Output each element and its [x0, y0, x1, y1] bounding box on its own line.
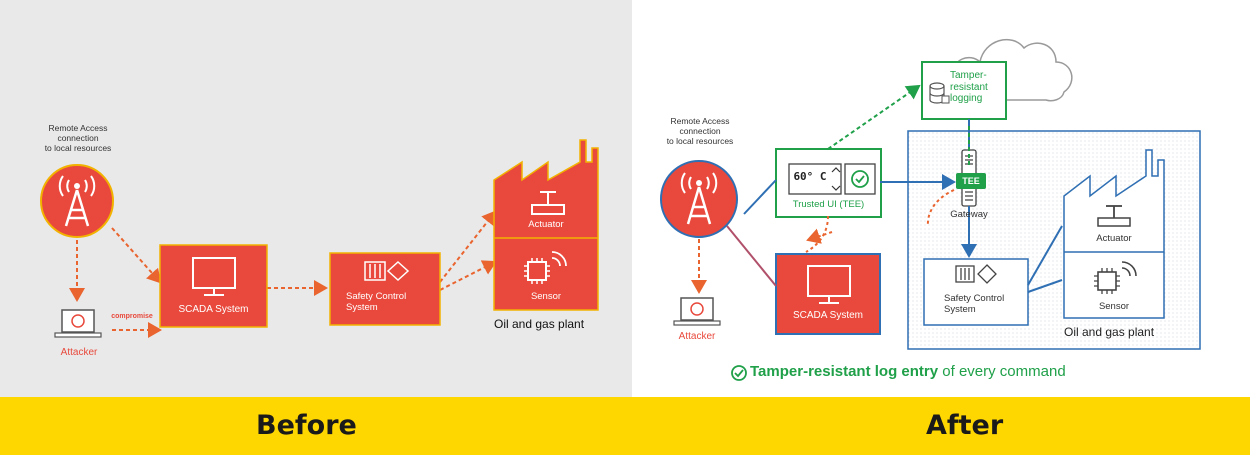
rejected-command-link — [806, 228, 833, 244]
gateway-blocked-link — [926, 189, 955, 227]
scada-system-box — [775, 253, 881, 335]
tee-badge — [956, 173, 986, 189]
after-diagram — [660, 38, 1201, 381]
before-actuator-label: Actuator — [528, 219, 564, 230]
check-tile — [844, 163, 876, 195]
safety-to-sensor-link — [1027, 279, 1063, 293]
after-actuator-label: Actuator — [1096, 233, 1132, 244]
remote-access-tower-icon — [660, 160, 738, 238]
after-scada-label: SCADA System — [792, 310, 864, 321]
after-logging-label: Tamper- resistant logging — [950, 70, 988, 104]
thermostat-display — [788, 163, 842, 195]
plant-factory-shape — [493, 139, 599, 311]
after-remote-access-label: Remote Access connection to local resour… — [666, 116, 734, 146]
after-plant-label: Oil and gas plant — [1064, 325, 1155, 339]
sensor-chip-icon — [524, 251, 567, 284]
after-sensor-label: Sensor — [1098, 301, 1130, 312]
before-sensor-label: Sensor — [530, 291, 562, 302]
after-title: After — [926, 410, 1004, 441]
plant-factory-shape — [1063, 149, 1165, 319]
bottom-label-bar — [0, 397, 1250, 455]
remote-access-tower-icon — [40, 164, 114, 238]
tower-to-trusted-ui-link — [743, 179, 777, 215]
before-compromise-label: compromise — [111, 313, 153, 320]
sensor-chip-icon — [1094, 261, 1137, 294]
caption-check-icon — [731, 365, 747, 381]
database-lock-icon — [929, 82, 950, 104]
before-plant-label: Oil and gas plant — [494, 317, 585, 331]
caption-bold-text: Tamper-resistant log entry — [750, 363, 939, 380]
safety-to-actuator-link — [439, 210, 497, 283]
before-diagram — [40, 139, 599, 338]
before-safety-label: Safety Control System — [346, 291, 407, 313]
after-gateway-label: Gateway — [950, 209, 988, 220]
before-title: Before — [256, 410, 357, 441]
attacker-laptop-icon — [54, 309, 102, 338]
safety-control-box — [329, 252, 441, 326]
before-panel: Remote Access connection to local resour… — [0, 0, 632, 397]
safety-to-sensor-link — [439, 260, 497, 291]
before-attacker-label: Attacker — [60, 347, 98, 358]
thermostat-arrows-icon — [831, 167, 841, 191]
attacker-laptop-icon — [673, 297, 721, 326]
before-scada-label: SCADA System — [178, 304, 249, 315]
actuator-valve-icon — [531, 191, 565, 215]
after-panel: Remote Access connection to local resour… — [632, 0, 1250, 397]
after-safety-label: Safety Control System — [944, 293, 1005, 315]
thermostat-value: 60° C — [793, 170, 827, 183]
after-caption: Tamper-resistant log entry of every comm… — [750, 363, 1170, 380]
actuator-valve-icon — [1097, 205, 1131, 227]
tower-to-scada-link — [726, 225, 777, 287]
check-circle-icon — [851, 170, 869, 188]
tower-to-scada-link — [111, 227, 162, 284]
logging-box — [921, 61, 1007, 120]
scada-system-box — [159, 244, 268, 328]
tee-badge-label: TEE — [962, 176, 980, 186]
trusted-ui-to-logging-link — [827, 84, 921, 150]
safety-to-actuator-link — [1027, 225, 1063, 286]
before-remote-access-label: Remote Access connection to local resour… — [44, 123, 112, 153]
safety-control-box — [923, 258, 1029, 326]
after-trusted-ui-label: Trusted UI (TEE) — [792, 199, 865, 210]
caption-rest-text: of every command — [938, 363, 1066, 380]
after-attacker-label: Attacker — [678, 331, 716, 342]
